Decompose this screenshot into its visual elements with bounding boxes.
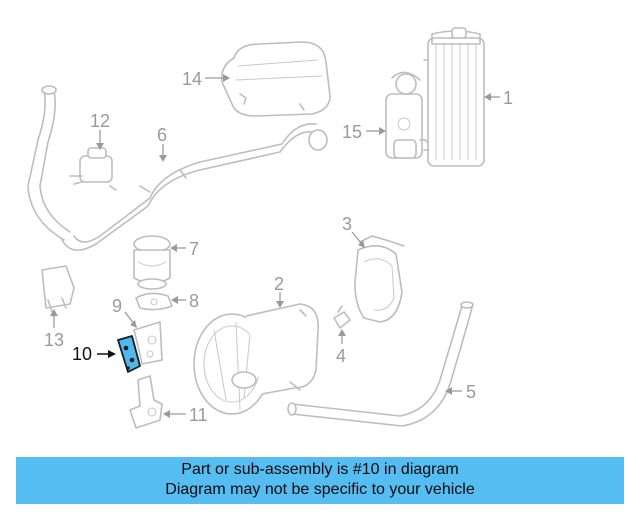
part-8-gasket bbox=[135, 292, 173, 311]
callout-7: 7 bbox=[189, 239, 199, 259]
part-3-cover bbox=[354, 235, 405, 323]
callout-labels: 1 2 3 4 5 6 7 8 9 10 11 12 13 14 15 bbox=[44, 69, 513, 425]
callout-3: 3 bbox=[342, 214, 352, 234]
part-1-reservoir bbox=[423, 27, 485, 167]
part-11-mount bbox=[129, 375, 163, 429]
callout-5: 5 bbox=[466, 382, 476, 402]
part-5-hose bbox=[287, 301, 474, 427]
callout-15: 15 bbox=[342, 122, 362, 142]
callout-8: 8 bbox=[189, 291, 199, 311]
callout-11: 11 bbox=[189, 405, 208, 425]
parts-diagram: 1 2 3 4 5 6 7 8 9 10 11 12 13 14 15 bbox=[27, 27, 513, 429]
callout-14: 14 bbox=[182, 69, 202, 89]
part-left-tube bbox=[27, 85, 71, 241]
part-4-fitting bbox=[333, 305, 351, 329]
leader-lines bbox=[50, 74, 500, 418]
part-7-check-valve bbox=[133, 235, 171, 290]
callout-1: 1 bbox=[503, 88, 513, 108]
banner-line-disclaimer: Diagram may not be specific to your vehi… bbox=[165, 481, 475, 498]
part-13-sensor bbox=[41, 265, 75, 313]
part-15-valve bbox=[385, 71, 430, 159]
part-10-highlighted bbox=[117, 335, 141, 373]
callout-4: 4 bbox=[336, 346, 346, 366]
callout-10: 10 bbox=[72, 344, 92, 364]
part-9-bracket bbox=[133, 321, 163, 365]
callout-9: 9 bbox=[112, 296, 122, 316]
info-banner: Part or sub-assembly is #10 in diagram D… bbox=[16, 457, 624, 504]
callout-6: 6 bbox=[157, 125, 167, 145]
part-12-solenoid bbox=[69, 147, 117, 191]
callout-13: 13 bbox=[44, 330, 64, 350]
callout-2: 2 bbox=[274, 274, 284, 294]
part-14-filter-housing bbox=[220, 41, 331, 117]
part-6-hose bbox=[61, 123, 328, 251]
banner-line-part: Part or sub-assembly is #10 in diagram bbox=[181, 461, 459, 478]
part-2-air-pump bbox=[193, 303, 319, 415]
callout-12: 12 bbox=[90, 111, 110, 131]
